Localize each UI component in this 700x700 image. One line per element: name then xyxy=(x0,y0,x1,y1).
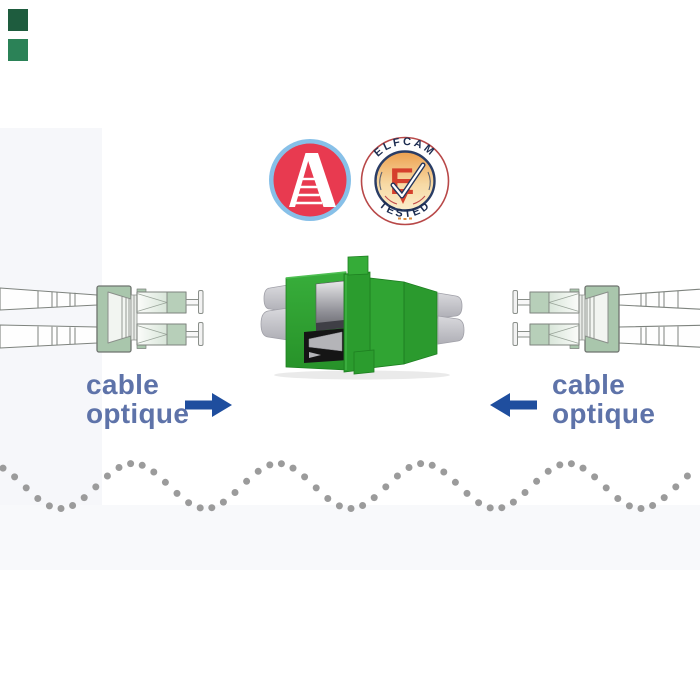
wave-dot xyxy=(45,502,53,510)
wave-dot xyxy=(219,498,227,506)
badge-checkmark-icon xyxy=(390,162,426,199)
left-cable-label-line1: cable xyxy=(86,369,160,400)
wave-dot xyxy=(301,473,309,481)
wave-dot xyxy=(591,473,599,481)
left-cable-label: cable optique xyxy=(86,370,189,428)
wave-dot xyxy=(312,484,320,492)
left-pointing-arrow-icon xyxy=(490,393,537,417)
wave-dot xyxy=(637,505,645,512)
wave-dot xyxy=(614,495,622,502)
wave-dot xyxy=(451,478,459,486)
wave-dot xyxy=(208,504,216,512)
wave-dot xyxy=(115,464,123,471)
wave-dot xyxy=(521,489,529,496)
wave-dot xyxy=(80,494,88,502)
adapter-right-block xyxy=(369,277,438,369)
wave-dot xyxy=(243,477,251,485)
wave-dot xyxy=(498,504,506,512)
dotted-wave xyxy=(0,460,691,512)
right-pointing-arrow-icon xyxy=(185,393,232,417)
badge-bottom-dashes xyxy=(398,217,412,220)
badge-swoosh-left xyxy=(384,195,398,205)
adapter-metal-clip xyxy=(315,280,345,331)
wave-dot xyxy=(544,467,552,475)
wave-dot xyxy=(289,464,297,472)
wave-dot xyxy=(579,464,587,472)
wave-dot xyxy=(440,468,448,476)
fiber-cable-illustration-right xyxy=(512,285,700,353)
wave-dot xyxy=(138,461,146,469)
wave-dot xyxy=(428,461,436,469)
wave-dot xyxy=(672,483,680,491)
adapter-left-latches xyxy=(260,284,289,341)
wave-dot xyxy=(370,494,378,502)
wave-dot xyxy=(57,505,65,512)
wave-dot xyxy=(683,472,691,480)
right-cable-label: cable optique xyxy=(552,370,655,428)
wave-dot xyxy=(0,464,7,472)
adapter-port-opening xyxy=(304,328,348,363)
badge-swoosh-right xyxy=(412,195,426,205)
left-cable-label-line2: optique xyxy=(86,398,190,429)
wave-dot xyxy=(382,483,390,491)
wave-dot xyxy=(347,505,355,512)
adapter-center-flange xyxy=(343,255,375,375)
elfcam-tested-badge: ELFCAM TESTED E xyxy=(360,136,450,226)
wave-dot xyxy=(185,499,193,507)
wave-dot xyxy=(92,483,100,491)
wave-dot xyxy=(533,477,541,485)
wave-dot xyxy=(34,495,42,502)
wave-dot xyxy=(196,504,204,512)
corner-swatch-dark-green xyxy=(8,9,28,31)
wave-dot xyxy=(11,473,19,481)
brand-a-logo xyxy=(269,139,351,221)
wave-dot xyxy=(660,494,668,502)
wave-dot xyxy=(602,484,610,492)
fiber-cable-illustration-left xyxy=(0,285,204,353)
badge-speedline-right xyxy=(427,171,431,191)
fiber-adapter-photo xyxy=(260,255,465,380)
adapter-shadow xyxy=(274,370,450,380)
wave-dot xyxy=(625,502,633,510)
wave-dot xyxy=(405,464,413,471)
wave-dot xyxy=(463,489,471,497)
wave-dot xyxy=(486,504,494,512)
background-tint-bottom xyxy=(0,505,700,570)
wave-dot xyxy=(335,502,343,510)
wave-dot xyxy=(359,502,367,509)
wave-dot xyxy=(393,472,401,480)
wave-dot xyxy=(103,472,111,480)
wave-dot xyxy=(150,468,158,476)
wave-dot xyxy=(69,502,77,509)
corner-swatch-green xyxy=(8,39,28,61)
wave-dot xyxy=(649,502,657,509)
brand-a-letter-icon xyxy=(289,153,336,207)
wave-dot xyxy=(556,461,564,469)
wave-dot xyxy=(277,460,285,468)
wave-dot xyxy=(266,461,274,469)
wave-dot xyxy=(567,460,575,468)
wave-dot xyxy=(161,478,169,486)
wave-dot xyxy=(231,489,239,496)
wave-dot xyxy=(127,460,135,468)
right-cable-label-line2: optique xyxy=(552,398,656,429)
wave-dot xyxy=(173,489,181,497)
wave-dot xyxy=(22,484,30,492)
wave-dot xyxy=(254,467,262,475)
wave-dot xyxy=(475,499,483,507)
wave-dot xyxy=(324,495,332,502)
right-cable-label-line1: cable xyxy=(552,369,626,400)
badge-speedline-left xyxy=(379,171,383,191)
adapter-right-latches xyxy=(437,292,465,345)
wave-dot xyxy=(417,460,425,468)
wave-dot xyxy=(509,498,517,506)
